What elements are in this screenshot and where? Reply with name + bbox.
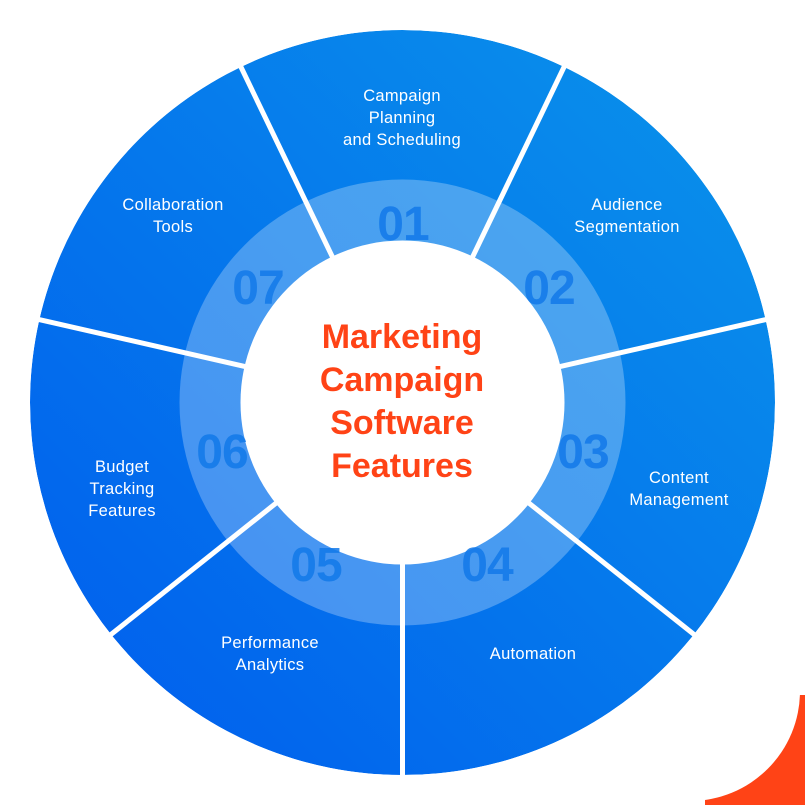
segment-number-07: 07 — [232, 262, 284, 315]
diagram-title: Marketing Campaign Software Features — [320, 316, 484, 488]
segment-number-02: 02 — [523, 262, 575, 315]
segment-label-campaign-planning: Campaign Planning and Scheduling — [343, 87, 461, 149]
segment-label-content-management: Content Management — [629, 469, 729, 509]
segment-number-05: 05 — [290, 539, 342, 592]
center-circle — [240, 240, 565, 565]
segment-label-budget-tracking: Budget Tracking Features — [88, 458, 156, 520]
title-line-3: Software — [330, 404, 474, 442]
segment-number-04: 04 — [461, 539, 513, 592]
segment-label-collaboration-tools: Collaboration Tools — [122, 196, 224, 236]
segment-label-performance-analytics: Performance Analytics — [221, 634, 319, 674]
corner-accent-shape — [705, 695, 805, 805]
title-line-4: Features — [331, 447, 473, 485]
segment-number-06: 06 — [196, 426, 248, 479]
segment-number-01: 01 — [377, 198, 429, 251]
segment-number-03: 03 — [557, 426, 609, 479]
title-line-2: Campaign — [319, 361, 485, 399]
segment-label-automation: Automation — [489, 645, 577, 663]
segment-label-audience-segmentation: Audience Segmentation — [574, 196, 680, 236]
title-line-1: Marketing — [321, 318, 483, 356]
